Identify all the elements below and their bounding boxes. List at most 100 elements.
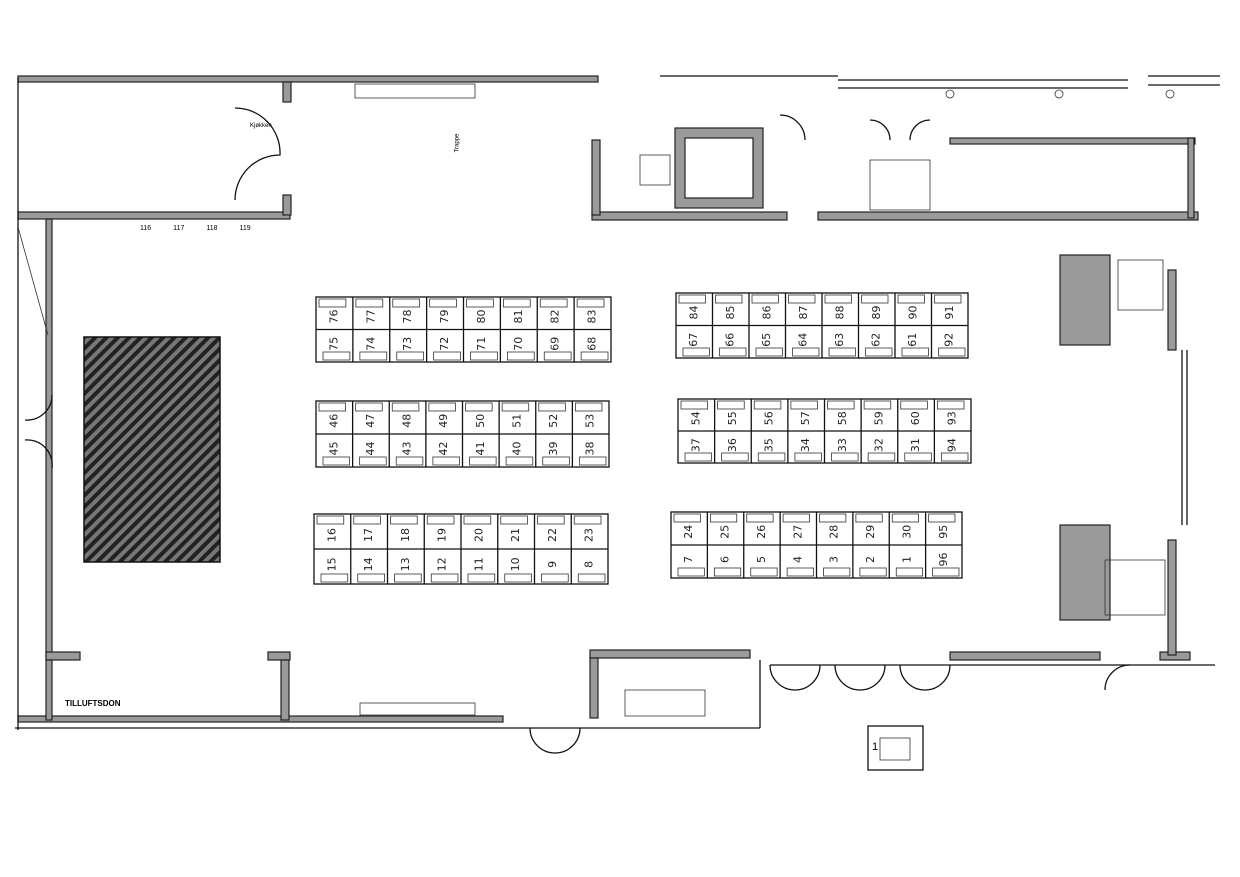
chair-bottom (786, 567, 814, 577)
thin-lines (15, 75, 1220, 754)
desk-number-top: 48 (401, 414, 414, 428)
desk-number-top: 82 (549, 310, 562, 324)
chair-bottom (394, 573, 422, 583)
chair-bottom (322, 351, 351, 361)
desk-number-bottom: 44 (364, 442, 377, 456)
desk-number-top: 53 (584, 414, 597, 428)
chair-top (391, 402, 420, 412)
desk-number-top: 78 (401, 310, 414, 324)
chair-top (355, 298, 384, 308)
desk-number-top: 27 (791, 525, 804, 539)
desk-number-top: 18 (399, 528, 412, 542)
chair-bottom (396, 351, 425, 361)
chair-bottom (430, 573, 459, 583)
chair-top (673, 513, 701, 523)
chair-top (936, 400, 965, 410)
desk-number-top: 81 (512, 310, 525, 324)
desk-number-top: 30 (900, 525, 913, 539)
desk-number-bottom: 33 (836, 438, 849, 452)
chair-top (715, 294, 743, 304)
chair-top (538, 402, 566, 412)
desk-number-bottom: 68 (586, 337, 599, 351)
desk-number-bottom: 74 (364, 337, 377, 351)
chair-top (318, 402, 347, 412)
desk-number-top: 89 (870, 306, 883, 320)
chair-top (573, 515, 602, 525)
chair-top (790, 400, 818, 410)
desk-number-top: 26 (755, 525, 768, 539)
desk-number-bottom: 11 (472, 557, 485, 571)
desk-number-bottom: 43 (401, 442, 414, 456)
room-number: 117 (173, 225, 185, 232)
desk-number-top: 52 (547, 414, 560, 428)
chair-bottom (794, 452, 822, 462)
chair-bottom (831, 452, 859, 462)
desk-number-bottom: 15 (325, 557, 338, 571)
chair-bottom (432, 456, 460, 466)
desk-number-top: 59 (872, 411, 885, 425)
chair-top (928, 513, 956, 523)
chair-bottom (357, 573, 385, 583)
desk-number-bottom: 94 (946, 438, 959, 452)
desk-number-top: 17 (362, 528, 375, 542)
chair-top (788, 294, 816, 304)
stairs (639, 154, 1166, 616)
desk-number-top: 51 (510, 414, 523, 428)
desk-number-bottom: 1 (900, 556, 913, 563)
chair-top (426, 515, 455, 525)
chair-bottom (904, 452, 932, 462)
desk-blocks: 7675777478737972807181708269836884678566… (313, 292, 972, 585)
chair-bottom (470, 351, 498, 361)
chair-top (500, 515, 528, 525)
desk-number-top: 16 (325, 528, 338, 542)
chair-top (502, 298, 531, 308)
chair-top (574, 402, 603, 412)
desk-number-bottom: 36 (726, 438, 739, 452)
chair-bottom (901, 347, 929, 357)
chair-bottom (865, 347, 893, 357)
desk-number-bottom: 31 (909, 438, 922, 452)
desk-number-bottom: 37 (689, 438, 702, 452)
chair-top (824, 294, 852, 304)
chair-bottom (684, 452, 713, 462)
desk-number-top: 46 (327, 414, 340, 428)
chair-top (827, 400, 855, 410)
chair-top (463, 515, 492, 525)
chair-bottom (895, 567, 924, 577)
desk-number-bottom: 96 (937, 553, 950, 567)
desk-number-bottom: 34 (799, 438, 812, 452)
desk-number-bottom: 38 (584, 442, 597, 456)
desk-number-top: 25 (719, 525, 732, 539)
desk-number-bottom: 92 (943, 333, 956, 347)
chair-bottom (677, 567, 705, 577)
desk-number-top: 87 (797, 306, 810, 320)
chair-top (897, 294, 925, 304)
walls (17, 75, 1199, 723)
chair-bottom (932, 567, 960, 577)
chair-bottom (506, 351, 535, 361)
desk-number-top: 19 (436, 528, 449, 542)
desk-number-top: 76 (327, 310, 340, 324)
desk-number-bottom: 2 (864, 556, 877, 563)
chair-bottom (505, 456, 534, 466)
chair-top (353, 515, 381, 525)
desk-number-bottom: 71 (475, 337, 488, 351)
chair-top (678, 294, 706, 304)
chair-top (537, 515, 565, 525)
desk-number-top: 23 (583, 528, 596, 542)
chair-bottom (578, 456, 607, 466)
desk-number-top: 84 (687, 306, 700, 320)
desk-number-top: 49 (437, 414, 450, 428)
chair-top (355, 402, 383, 412)
desk-number-top: 95 (937, 525, 950, 539)
chair-bottom (467, 573, 496, 583)
desk-number-top: 91 (943, 306, 956, 320)
desk-number-bottom: 75 (327, 337, 340, 351)
chair-top (709, 513, 738, 523)
desk-number-bottom: 9 (546, 561, 559, 568)
chair-bottom (580, 351, 609, 361)
desk-number-bottom: 41 (474, 442, 487, 456)
